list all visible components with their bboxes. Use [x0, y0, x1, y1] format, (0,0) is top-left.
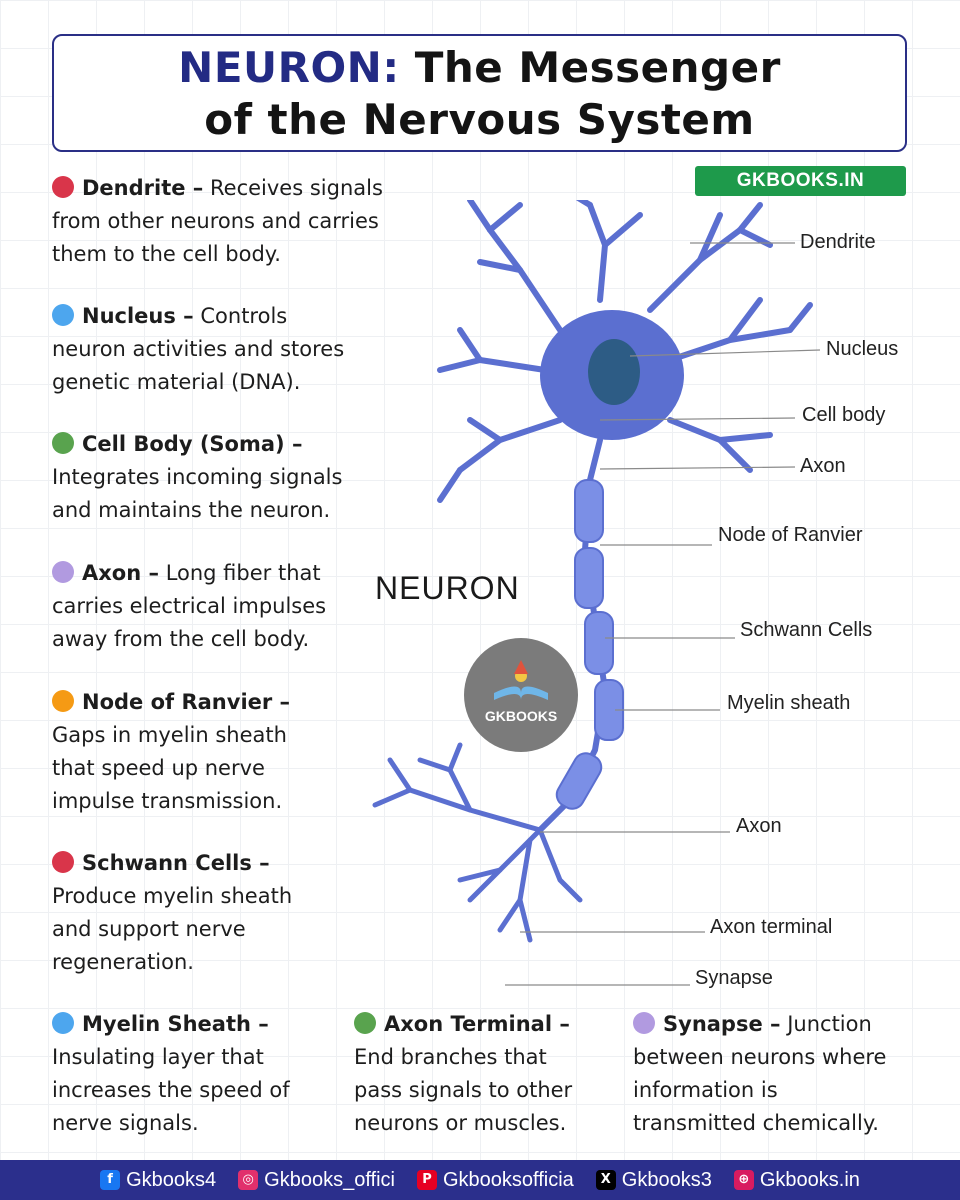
- axon-terminal-dot-icon: [354, 1012, 376, 1034]
- footer-label: Gkbooks3: [621, 1168, 712, 1191]
- desc-term: Nucleus –: [82, 304, 194, 328]
- desc-line: pass signals to other: [354, 1078, 573, 1102]
- desc-axon-terminal: Axon Terminal – End branches that pass s…: [354, 1008, 624, 1140]
- desc-synapse: Synapse – Junction between neurons where…: [633, 1008, 933, 1140]
- desc-cell-body: Cell Body (Soma) – Integrates incoming s…: [52, 428, 432, 527]
- desc-line: and maintains the neuron.: [52, 498, 331, 522]
- instagram-icon: ◎: [238, 1170, 259, 1190]
- label-axon-terminal: Axon terminal: [710, 916, 833, 938]
- gkbooks-logo: GKBOOKS: [464, 638, 578, 752]
- desc-line: genetic material (DNA).: [52, 370, 301, 394]
- node-dot-icon: [52, 690, 74, 712]
- desc-nucleus: Nucleus – Controls neuron activities and…: [52, 300, 432, 399]
- desc-term: Axon –: [82, 561, 159, 585]
- desc-text: Junction: [787, 1012, 872, 1036]
- desc-line: Insulating layer that: [52, 1045, 264, 1069]
- title-accent: NEURON:: [178, 43, 400, 92]
- label-cell-body: Cell body: [802, 404, 886, 426]
- axon-terminals: [372, 742, 583, 943]
- desc-myelin-sheath: Myelin Sheath – Insulating layer that in…: [52, 1008, 352, 1140]
- desc-line: information is: [633, 1078, 778, 1102]
- desc-line: Integrates incoming signals: [52, 465, 343, 489]
- footer-instagram[interactable]: ◎ Gkbooks_offici: [238, 1169, 395, 1192]
- desc-line: regeneration.: [52, 950, 194, 974]
- desc-term: Node of Ranvier –: [82, 690, 291, 714]
- brand-badge: GKBOOKS.IN: [695, 166, 906, 196]
- title-rest: The Messenger: [414, 43, 781, 92]
- desc-term: Cell Body (Soma) –: [82, 432, 303, 456]
- desc-term: Dendrite –: [82, 176, 204, 200]
- myelin-dot-icon: [52, 1012, 74, 1034]
- neuron-diagram: [372, 200, 821, 986]
- page-title-line-2: of the Nervous System: [204, 95, 755, 144]
- desc-schwann-cells: Schwann Cells – Produce myelin sheath an…: [52, 847, 392, 979]
- label-schwann-cells: Schwann Cells: [740, 619, 873, 641]
- globe-icon: ⊕: [733, 1170, 754, 1190]
- desc-dendrite: Dendrite – Receives signals from other n…: [52, 172, 432, 271]
- desc-line: impulse transmission.: [52, 789, 283, 813]
- footer-label: Gkbooks.in: [759, 1168, 860, 1191]
- page-title-line-1: NEURON: The Messenger: [54, 42, 905, 94]
- pinterest-icon: P: [416, 1170, 437, 1190]
- desc-line: between neurons where: [633, 1045, 887, 1069]
- desc-line: nerve signals.: [52, 1111, 199, 1135]
- desc-line: neurons or muscles.: [354, 1111, 567, 1135]
- label-nucleus: Nucleus: [826, 338, 899, 360]
- dendrites: [437, 200, 813, 503]
- footer-label: Gkbooks_offici: [264, 1168, 395, 1191]
- footer-facebook[interactable]: f Gkbooks4: [100, 1169, 216, 1192]
- footer-pinterest[interactable]: P Gkbooksofficia: [416, 1168, 574, 1192]
- desc-axon: Axon – Long fiber that carries electrica…: [52, 557, 432, 656]
- desc-line: increases the speed of: [52, 1078, 290, 1102]
- cell-body-dot-icon: [52, 432, 74, 454]
- desc-term: Myelin Sheath –: [82, 1012, 269, 1036]
- schwann-dot-icon: [52, 851, 74, 873]
- label-axon-top: Axon: [800, 455, 846, 477]
- desc-line: and support nerve: [52, 917, 246, 941]
- facebook-icon: f: [100, 1170, 121, 1190]
- label-axon-bottom: Axon: [736, 815, 782, 837]
- desc-line: Gaps in myelin sheath: [52, 723, 287, 747]
- title-box: NEURON: The Messenger of the Nervous Sys…: [52, 34, 907, 152]
- nucleus-dot-icon: [52, 304, 74, 326]
- desc-line: neuron activities and stores: [52, 337, 345, 361]
- label-node-of-ranvier: Node of Ranvier: [718, 524, 863, 546]
- synapse-dot-icon: [633, 1012, 655, 1034]
- desc-line: from other neurons and carries: [52, 209, 379, 233]
- desc-term: Axon Terminal –: [384, 1012, 570, 1036]
- label-dendrite: Dendrite: [800, 231, 876, 253]
- myelin-segments: [555, 479, 624, 810]
- footer-label: Gkbooksofficia: [442, 1168, 574, 1191]
- desc-line: that speed up nerve: [52, 756, 265, 780]
- footer-label: Gkbooks4: [126, 1168, 217, 1191]
- desc-term: Synapse –: [663, 1012, 781, 1036]
- desc-line: End branches that: [354, 1045, 547, 1069]
- desc-text: Receives signals: [210, 176, 383, 200]
- axon-dot-icon: [52, 561, 74, 583]
- desc-line: carries electrical impulses: [52, 594, 327, 618]
- desc-term: Schwann Cells –: [82, 851, 270, 875]
- book-icon: [494, 660, 548, 700]
- footer-social-bar: f Gkbooks4 ◎ Gkbooks_offici P Gkbooksoff…: [0, 1160, 960, 1200]
- footer-x[interactable]: X Gkbooks3: [595, 1168, 712, 1192]
- nucleus: [588, 339, 640, 405]
- label-synapse: Synapse: [695, 967, 773, 989]
- dendrite-dot-icon: [52, 176, 74, 198]
- footer-website[interactable]: ⊕ Gkbooks.in: [733, 1168, 860, 1192]
- desc-text: Long fiber that: [165, 561, 321, 585]
- logo-text: GKBOOKS: [484, 708, 558, 724]
- desc-text: Controls: [200, 304, 288, 328]
- desc-line: transmitted chemically.: [633, 1111, 879, 1135]
- desc-line: them to the cell body.: [52, 242, 281, 266]
- x-icon: X: [595, 1170, 616, 1190]
- desc-line: Produce myelin sheath: [52, 884, 293, 908]
- label-myelin-sheath: Myelin sheath: [727, 692, 851, 714]
- desc-line: away from the cell body.: [52, 627, 310, 651]
- desc-node-of-ranvier: Node of Ranvier – Gaps in myelin sheath …: [52, 686, 392, 818]
- neuron-heading: NEURON: [375, 570, 520, 606]
